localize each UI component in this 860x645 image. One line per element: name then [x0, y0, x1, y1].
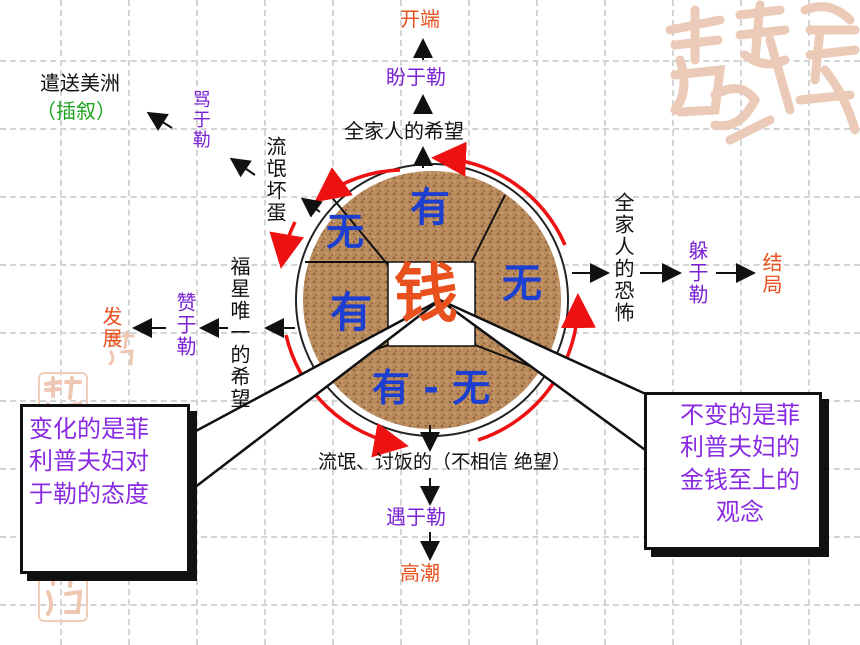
- grid-line: [740, 0, 742, 645]
- calligraphy-seal-icon: [665, 0, 860, 145]
- cycle-arcs: [269, 141, 596, 458]
- grid-line: [196, 0, 198, 645]
- wheel-segment-right: 无: [502, 261, 542, 307]
- sent-to-america: 遣送美洲: [40, 71, 120, 95]
- wheel-segment-top: 有: [410, 185, 450, 231]
- stage-start: 开端: [400, 7, 440, 31]
- callout-line: 于勒的态度: [29, 479, 149, 508]
- hope-description: 全家人的希望: [344, 119, 464, 143]
- character-scolding-jules: 骂于勒: [189, 90, 211, 150]
- wheel-segment-left: 有: [330, 288, 373, 337]
- scoundrel-description: 流氓坏蛋: [263, 136, 287, 224]
- family-fear-description: 全家人的恐怖: [611, 192, 635, 324]
- callout-pointers: [192, 298, 650, 491]
- stage-ending: 结局: [759, 252, 783, 296]
- callout-line: 利普夫妇的: [680, 433, 800, 462]
- grid-line: [0, 468, 860, 470]
- callout-unchanged-view: 不变的是菲 利普夫妇的 金钱至上的 观念: [644, 392, 822, 550]
- callout-line: 观念: [716, 498, 764, 527]
- callout-line: 利普夫妇对: [29, 447, 149, 476]
- wheel-center-money: 钱: [394, 258, 458, 332]
- character-avoiding-jules: 躲于勒: [685, 240, 709, 306]
- wheel-segment-bottom: 有 - 无: [372, 366, 491, 410]
- stage-development: 发展: [99, 306, 123, 350]
- seal-icon: [44, 376, 83, 428]
- auspicious-seal-decoration: [660, 0, 860, 150]
- grid-line: [0, 604, 860, 606]
- grid-line: [672, 0, 674, 645]
- small-seal-decoration: [105, 330, 135, 366]
- callout-changed-attitude: 变化的是菲 利普夫妇对 于勒的态度: [20, 404, 190, 574]
- character-meeting-jules: 遇于勒: [386, 505, 446, 529]
- flashback-note: （插叙）: [36, 99, 116, 123]
- grid-line: [0, 60, 860, 62]
- grid-line: [0, 128, 860, 130]
- callout-line: 变化的是菲: [29, 415, 149, 443]
- seal-icon: [107, 330, 135, 366]
- callout-line: 不变的是菲: [680, 401, 800, 429]
- beggar-description: 流氓、讨饭的（不相信 绝望）: [318, 451, 572, 473]
- grid-line: [128, 0, 130, 645]
- character-longing-jules: 盼于勒: [386, 65, 446, 89]
- lucky-star-description: 福星唯一的希望: [227, 256, 251, 410]
- grid-line: [60, 0, 62, 645]
- grid-line: [604, 0, 606, 645]
- callout-line: 金钱至上的: [680, 465, 800, 494]
- wheel-segment-upper-left: 无: [326, 210, 365, 254]
- grid-line: [808, 0, 810, 645]
- stage-climax: 高潮: [400, 561, 440, 585]
- character-praising-jules: 赞于勒: [173, 292, 197, 358]
